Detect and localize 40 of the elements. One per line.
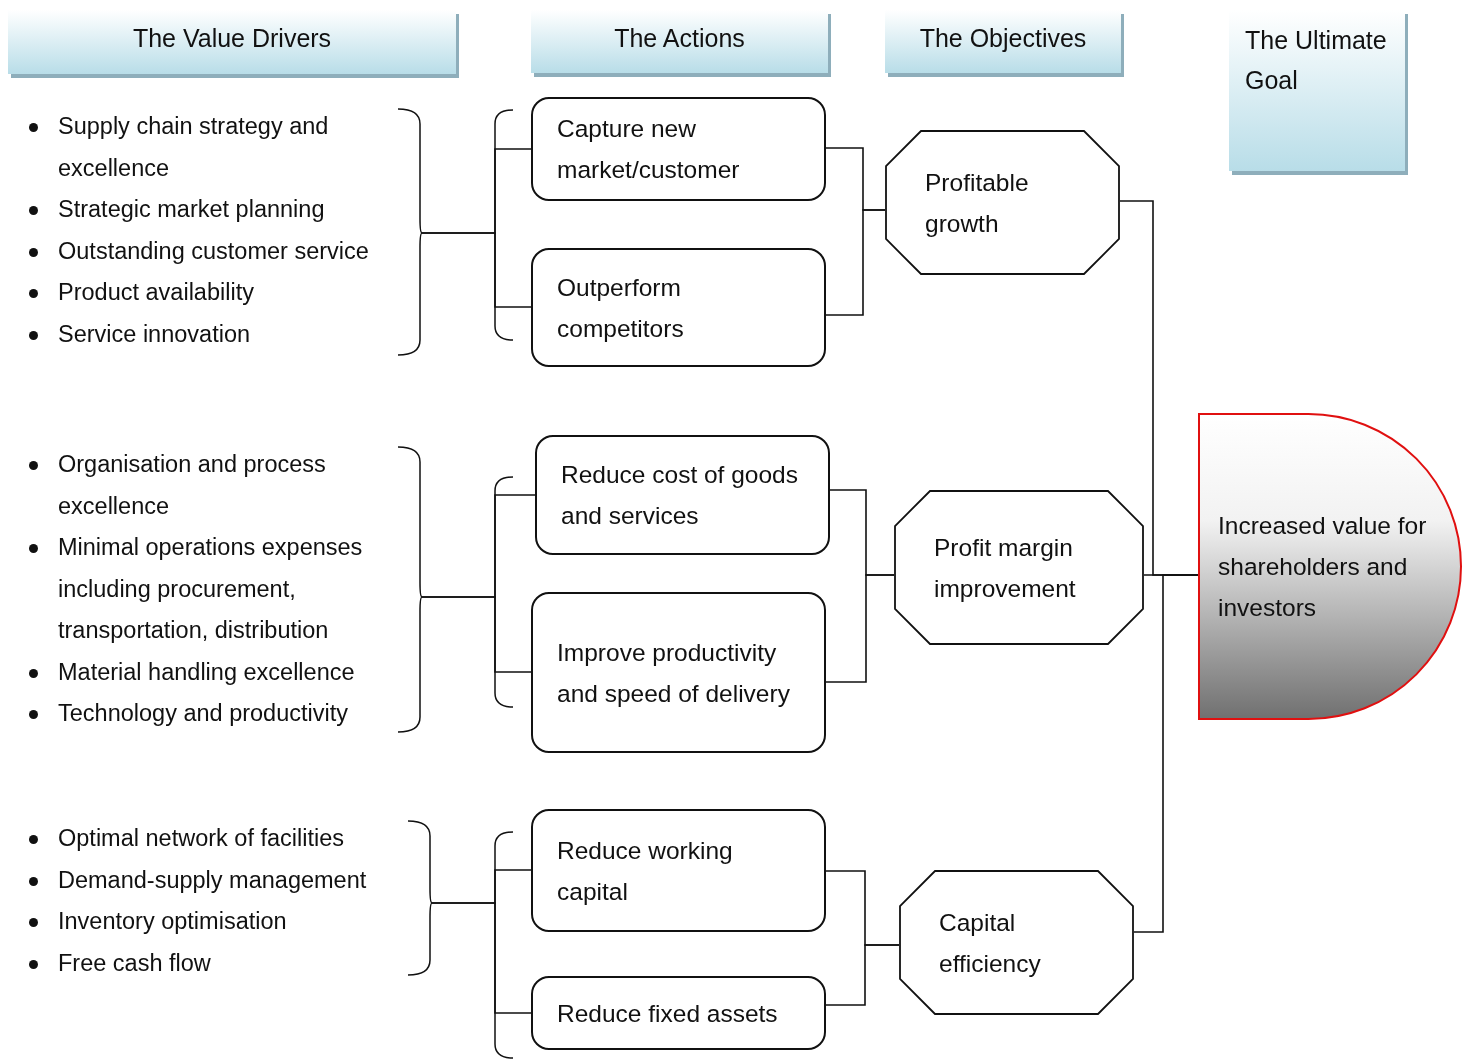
connector-line [1133,574,1199,933]
action-text: Outperform competitors [557,272,685,344]
bullet-item: Material handling excellence [25,651,392,693]
action-box [531,976,826,1050]
action-box [531,592,826,753]
bullet-item: Product availability [25,272,392,314]
action-box [531,809,826,932]
action-text: Reduce cost of goods and services [561,460,799,531]
action-text: Reduce working capital [557,835,734,907]
objective-text: Capital efficiency [939,907,1042,979]
bullet-item: Outstanding customer service [25,230,392,272]
action-box [531,248,826,367]
goal-text: Increased value for shareholders and investors [1218,511,1428,623]
connector-line [825,209,886,316]
bullet-item: Inventory optimisation [25,901,402,943]
action-box [535,435,830,555]
bullet-item: Demand-supply management [25,859,402,901]
connector-line [421,232,532,308]
bullet-item: Minimal operations expenses including procurement, transportation, distribution [25,527,392,652]
bullet-item: Organisation and process excellence [25,444,392,527]
connector-line [825,944,900,1006]
action-box [531,97,826,201]
action-text: Improve productivity and speed of delivery [557,637,791,709]
header-text: The Ultimate Goal [1245,25,1388,96]
connector-line [421,596,532,673]
header-text: The Actions [614,23,745,54]
header-text: The Value Drivers [132,23,332,54]
action-text: Capture new market/customer [557,114,741,185]
action-text: Reduce fixed assets [557,998,778,1029]
bullet-item: Free cash flow [25,942,402,984]
header-text: The Objectives [919,23,1087,54]
connector-line [431,902,532,1014]
bullet-item: Technology and productivity [25,693,392,735]
objective-text: Profitable growth [925,167,1030,239]
bullet-item: Optimal network of facilities [25,818,402,860]
connector-line [825,574,895,683]
objective-text: Profit margin improvement [934,532,1077,604]
bullet-item: Service innovation [25,313,392,355]
bullet-item: Supply chain strategy and excellence [25,106,392,189]
bullet-item: Strategic market planning [25,189,392,231]
